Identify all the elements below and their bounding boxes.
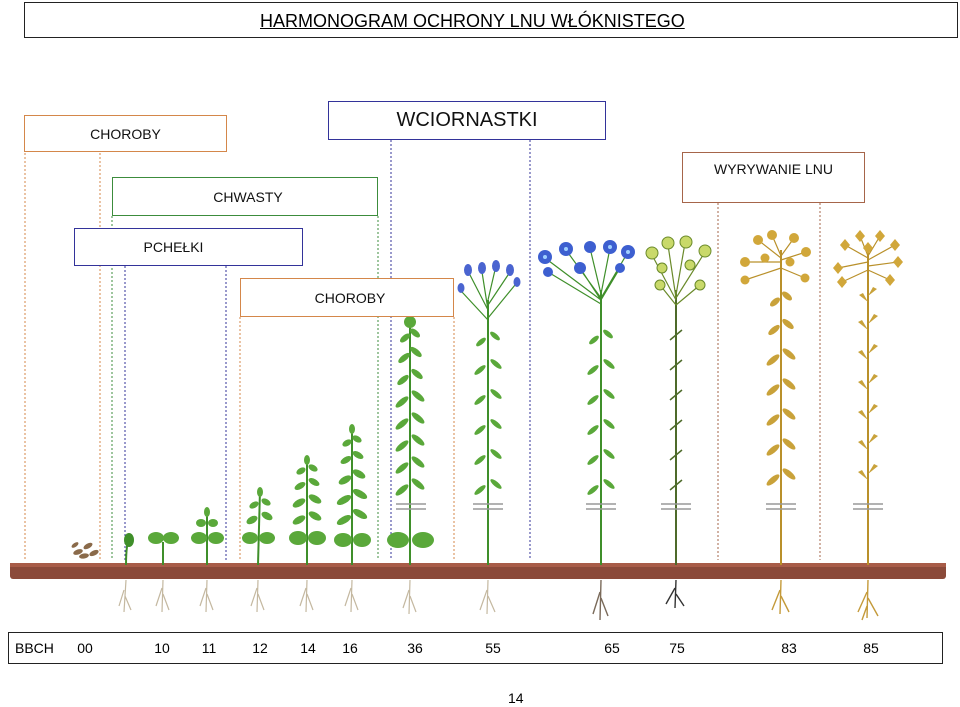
page-title: HARMONOGRAM OCHRONY LNU WŁÓKNISTEGO [260,11,685,31]
bbch-label: BBCH [15,640,54,656]
plant-stage-65 [538,240,635,621]
bbch-code: 75 [669,640,685,656]
bbch-code: 00 [77,640,93,656]
plant-stage-12 [191,507,224,613]
bbch-code: 65 [604,640,620,656]
bbch-code: 36 [407,640,423,656]
plant-stage-10 [118,533,134,613]
bbch-code: 10 [154,640,170,656]
guide-lines [24,140,821,560]
plant-stage-75 [645,235,712,609]
bbch-code: 55 [485,640,501,656]
plant-stage-36 [334,424,371,613]
pchelki-label: PCHEŁKI [74,228,303,266]
bbch-code: 83 [781,640,797,656]
plant-stage-16 [289,455,326,613]
plant-stage-36-tall [387,316,434,615]
wciornastki-label: WCIORNASTKI [328,101,606,140]
bbch-scale: BBCH 00 10 11 12 14 16 36 55 65 75 83 85 [8,632,943,664]
bbch-code: 11 [201,640,217,656]
choroby-top-label: CHOROBY [24,115,227,152]
plant-stage-55 [457,260,521,615]
bbch-code: 14 [300,640,316,656]
plant-stage-14 [242,487,275,613]
bbch-code: 16 [342,640,358,656]
wyrywanie-label: WYRYWANIE LNU [682,152,865,203]
plant-stage-11 [148,532,179,613]
choroby-mid-label: CHOROBY [240,278,454,317]
bbch-code: 85 [863,640,879,656]
plant-stage-83 [740,230,811,615]
plant-stage-85 [833,230,903,621]
title-box: HARMONOGRAM OCHRONY LNU WŁÓKNISTEGO [24,2,958,38]
bbch-code: 12 [252,640,268,656]
plant-stage-00 [71,542,99,559]
chwasty-label: CHWASTY [112,177,378,216]
page-number: 14 [508,690,524,706]
